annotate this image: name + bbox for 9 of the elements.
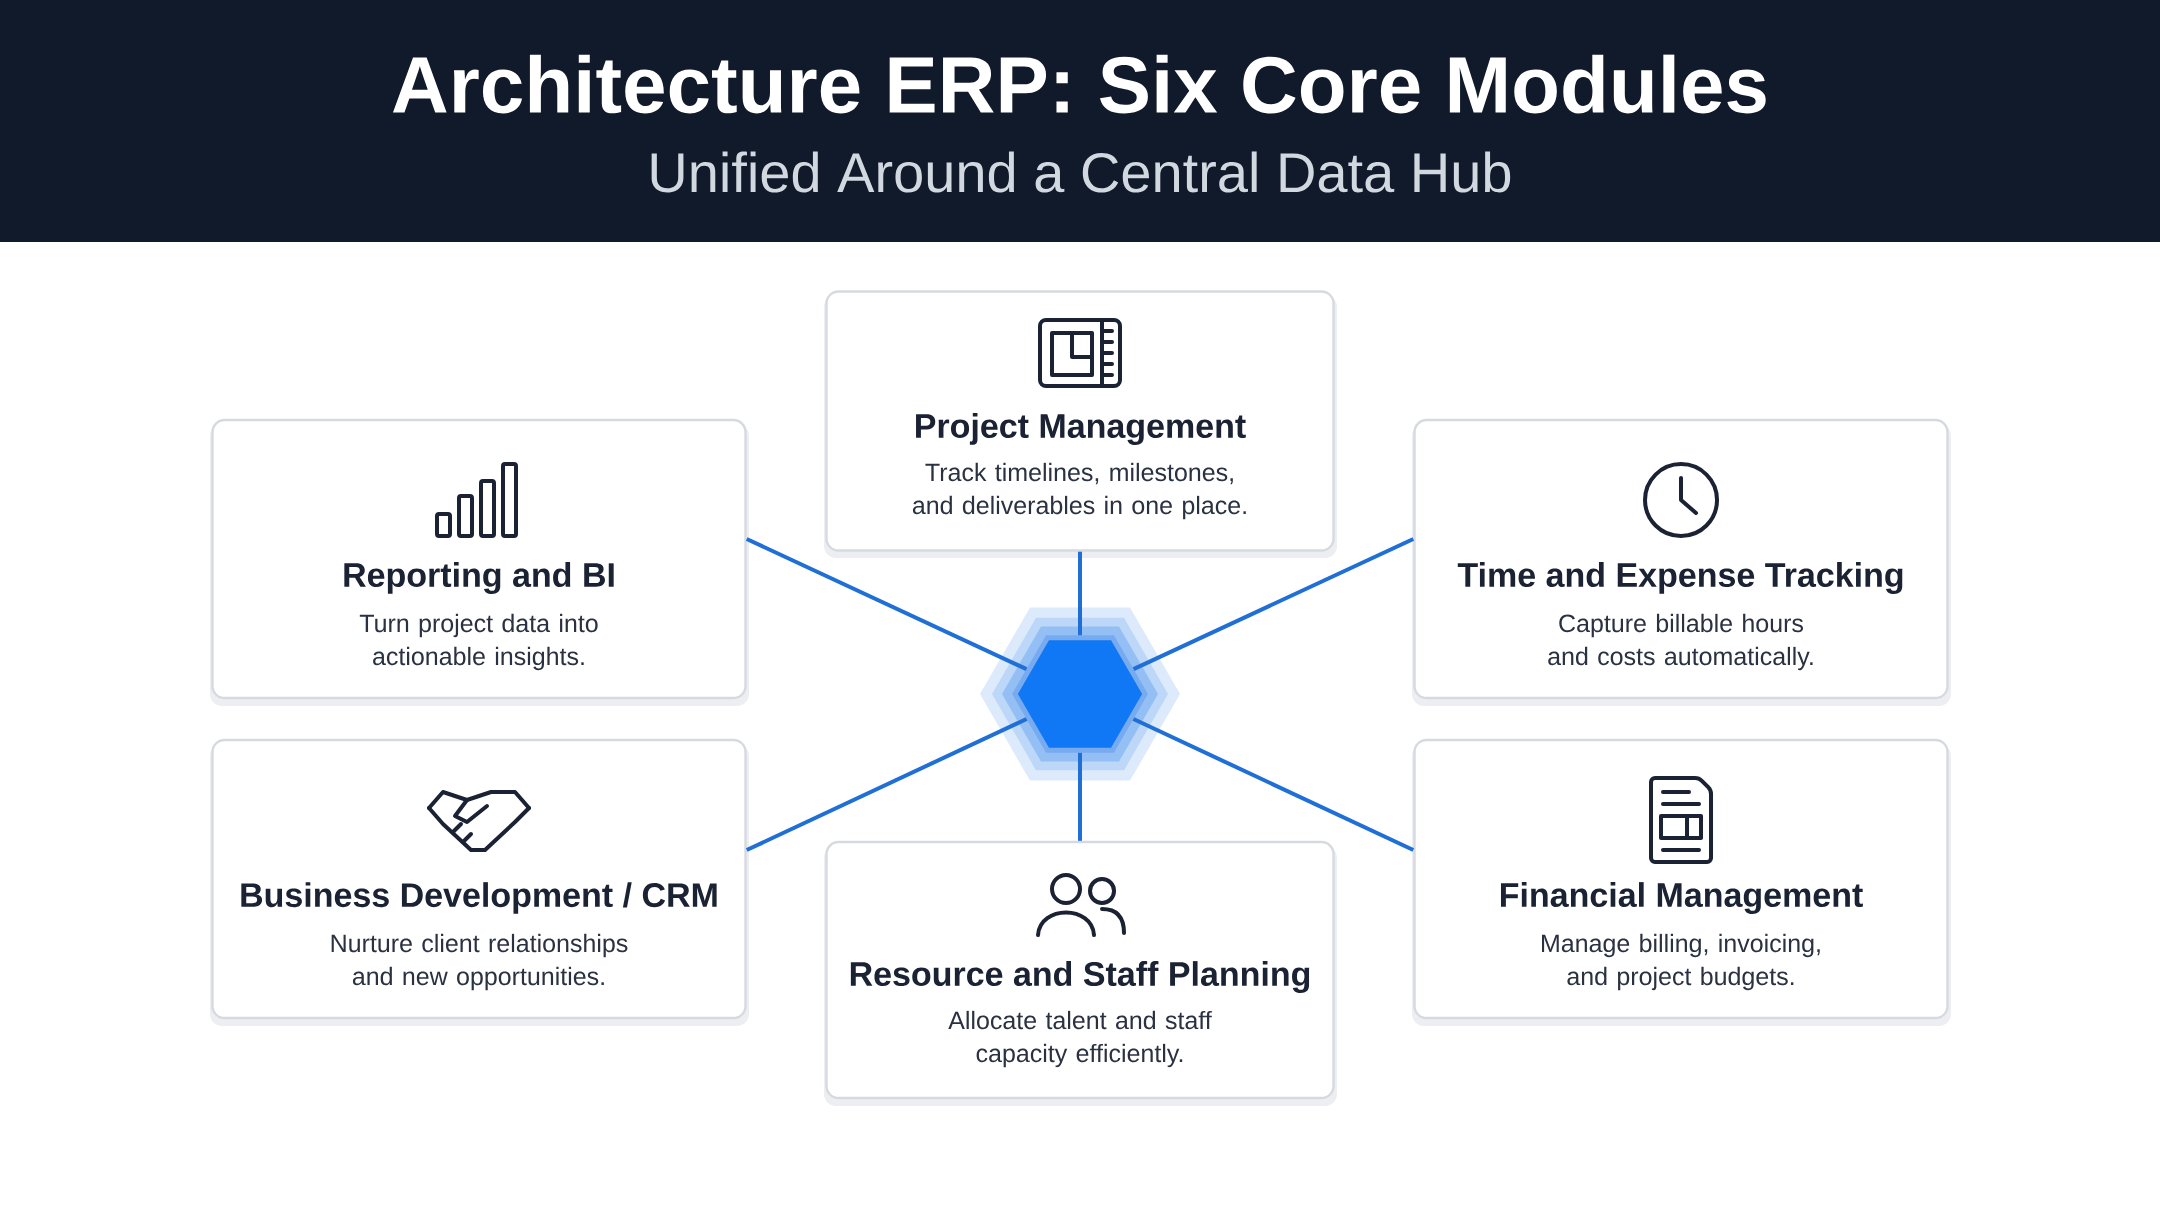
connector-line	[1132, 537, 1415, 671]
connector-line	[1132, 717, 1415, 852]
title: Architecture ERP: Six Core Modules	[392, 54, 1766, 114]
hub-hexagon	[980, 607, 1180, 781]
connector-line	[1078, 551, 1082, 636]
connector-line	[745, 537, 1028, 671]
connector-line	[1078, 752, 1082, 841]
subtitle: Unified Around a Central Data Hub	[651, 151, 1511, 193]
connector-line	[745, 717, 1028, 852]
